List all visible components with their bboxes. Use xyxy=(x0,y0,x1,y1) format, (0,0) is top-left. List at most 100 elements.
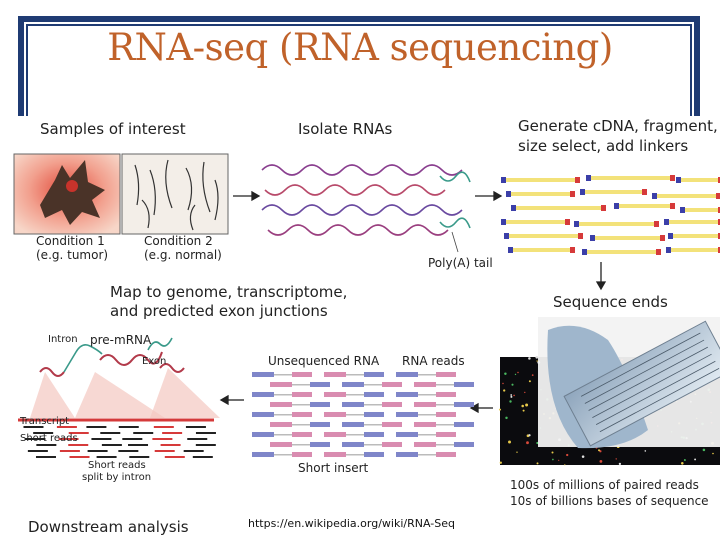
linker-end xyxy=(666,247,671,253)
read-segment xyxy=(364,432,384,437)
short-read xyxy=(162,432,183,434)
read-segment xyxy=(292,432,312,437)
cluster-dot xyxy=(503,389,506,392)
short-read xyxy=(69,456,90,458)
read-segment xyxy=(436,392,456,397)
cluster-dot xyxy=(510,394,513,396)
transcript-label: Transcript xyxy=(20,416,70,427)
cluster-dot xyxy=(522,409,525,412)
cdna-fragment xyxy=(670,248,718,252)
cluster-dot xyxy=(551,451,554,454)
insert-segment xyxy=(346,434,364,436)
cluster-dot xyxy=(694,458,697,461)
linker-end xyxy=(590,235,595,241)
short-read xyxy=(152,438,173,440)
read-segment xyxy=(364,392,384,397)
cdna-fragment xyxy=(515,206,601,210)
read-segment xyxy=(396,372,418,377)
read-segment xyxy=(414,402,436,407)
short-read xyxy=(86,426,107,428)
condition2-example: (e.g. normal) xyxy=(144,248,222,262)
linker-end xyxy=(718,233,720,239)
read-segment xyxy=(252,452,274,457)
insert-segment xyxy=(436,384,454,386)
cluster-dot xyxy=(558,459,560,461)
cluster-dot xyxy=(566,453,569,457)
read-segment xyxy=(310,402,330,407)
insert-segment xyxy=(418,454,436,456)
read-segment xyxy=(454,382,474,387)
short-read xyxy=(133,432,154,434)
cluster-dot xyxy=(536,462,539,465)
cluster-dot xyxy=(525,403,529,407)
read-segment xyxy=(252,372,274,377)
insert-segment xyxy=(436,404,454,406)
read-segment xyxy=(270,402,292,407)
cluster-dot xyxy=(510,395,513,398)
short-read xyxy=(100,432,121,434)
condition2-panel xyxy=(121,153,229,235)
cdna-fragment xyxy=(584,190,642,194)
unsequenced-rna-label: Unsequenced RNA xyxy=(268,354,380,368)
cluster-dot xyxy=(505,416,508,420)
condition2-label: Condition 2 xyxy=(144,234,213,248)
cdna-fragment xyxy=(672,234,718,238)
rna-reads-label: RNA reads xyxy=(402,354,465,368)
linker-end xyxy=(565,219,570,225)
slide-frame-inner xyxy=(26,24,692,116)
read-segment xyxy=(324,452,346,457)
bases-note: 10s of billions bases of sequence xyxy=(510,494,709,508)
cluster-dot xyxy=(535,355,539,359)
cdna-fragment xyxy=(505,178,575,182)
condition1-label: Condition 1 xyxy=(36,234,105,248)
short-read xyxy=(195,444,216,446)
cluster-dot xyxy=(502,382,504,385)
slide-frame xyxy=(18,16,700,116)
short-read xyxy=(33,432,54,434)
linker-end xyxy=(656,249,661,255)
read-segment xyxy=(454,422,474,427)
read-segment xyxy=(454,402,474,407)
linker-end xyxy=(670,203,675,209)
cluster-dot xyxy=(528,434,531,437)
read-segment xyxy=(454,442,474,447)
linker-end xyxy=(508,247,513,253)
linker-end xyxy=(570,247,575,253)
linker-end xyxy=(506,191,511,197)
cluster-dot xyxy=(599,460,603,463)
linker-end xyxy=(718,177,720,183)
insert-segment xyxy=(364,404,382,406)
short-read xyxy=(27,450,48,452)
read-segment xyxy=(310,442,330,447)
short-read xyxy=(128,444,149,446)
insert-segment xyxy=(418,374,436,376)
insert-segment xyxy=(436,424,454,426)
read-segment xyxy=(436,432,456,437)
read-segment xyxy=(396,432,418,437)
step-isolate: Isolate RNAs xyxy=(298,120,393,138)
read-segment xyxy=(324,372,346,377)
read-segment xyxy=(414,442,436,447)
short-read xyxy=(68,432,89,434)
short-read xyxy=(56,426,77,428)
insert-segment xyxy=(292,404,310,406)
short-read xyxy=(59,450,80,452)
flow-arrows xyxy=(219,190,607,414)
read-segment xyxy=(396,412,418,417)
short-read xyxy=(58,438,79,440)
cdna-fragment xyxy=(578,222,654,226)
short-reads-label: Short reads xyxy=(20,433,78,444)
source-link[interactable]: https://en.wikipedia.org/wiki/RNA-Seq xyxy=(248,517,455,530)
cluster-dot xyxy=(536,441,539,445)
step-generate-1: Generate cDNA, fragment, xyxy=(518,117,718,135)
step-map-2: and predicted exon junctions xyxy=(110,302,328,320)
insert-segment xyxy=(364,424,382,426)
linker-end xyxy=(511,205,516,211)
linker-end xyxy=(664,219,669,225)
read-segment xyxy=(436,452,456,457)
short-read xyxy=(164,456,185,458)
linker-end xyxy=(718,247,720,253)
cluster-dot xyxy=(504,372,507,375)
tumor-cell xyxy=(40,160,105,225)
